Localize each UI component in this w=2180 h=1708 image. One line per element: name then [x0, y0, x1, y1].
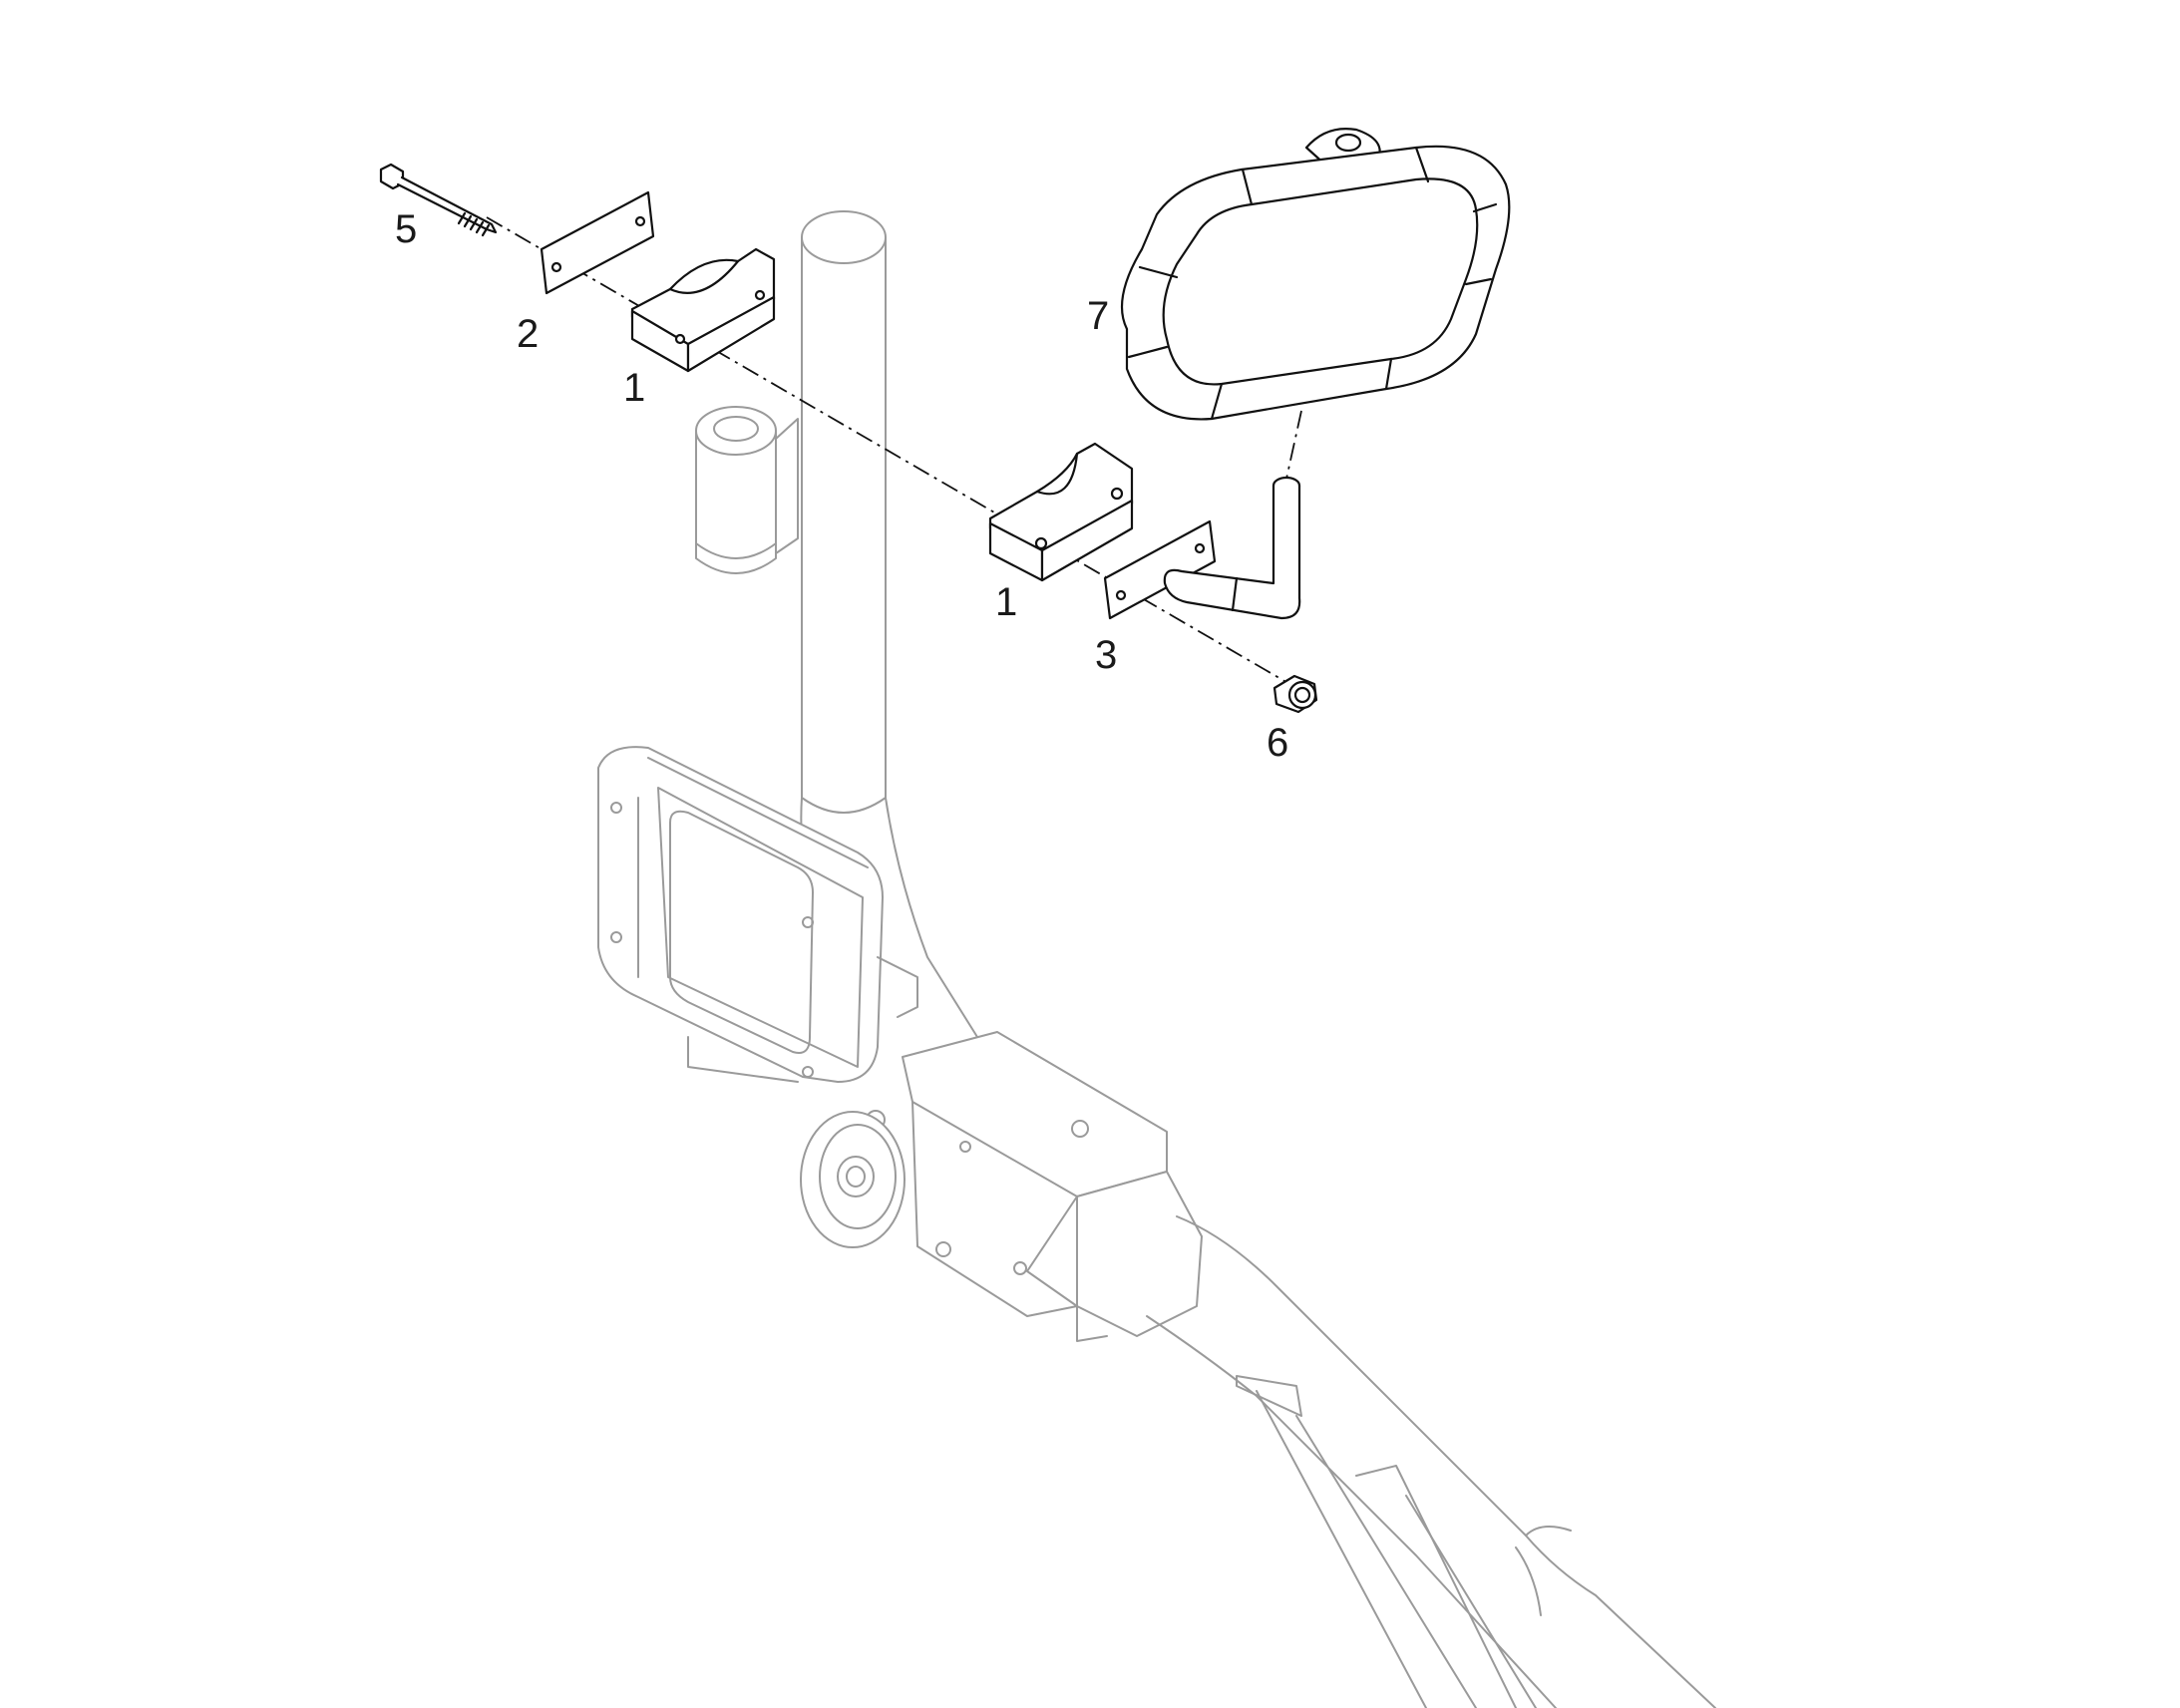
plate-upper	[540, 190, 655, 295]
callout-3: 3	[1095, 633, 1117, 677]
lower-arm-tubes	[1146, 1215, 1716, 1708]
callout-5: 5	[395, 207, 417, 251]
handlebar-axis-line	[1285, 410, 1302, 480]
nut	[1272, 674, 1318, 714]
callout-2: 2	[517, 312, 539, 356]
bolt	[379, 163, 498, 237]
clamp-upper	[630, 247, 776, 373]
callout-7: 7	[1087, 294, 1109, 338]
assembly-axis-line	[486, 216, 1297, 689]
console-display	[597, 746, 918, 1083]
roller	[695, 406, 799, 574]
handlebar	[1120, 128, 1511, 620]
callout-6: 6	[1267, 721, 1288, 765]
frame-context-ghost	[597, 210, 1716, 1708]
plate-lower	[1103, 519, 1217, 620]
clamp-lower	[988, 442, 1134, 582]
callout-1-upper: 1	[623, 366, 645, 410]
pivot-bracket	[800, 1031, 1203, 1342]
callout-1-lower: 1	[995, 580, 1017, 624]
